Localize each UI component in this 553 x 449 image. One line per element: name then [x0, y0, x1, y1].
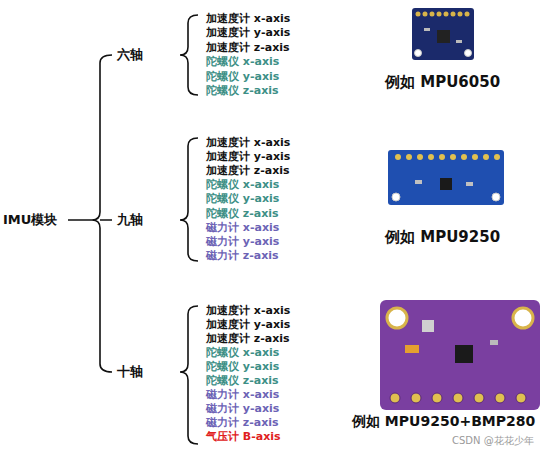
example-caption: 例如 MPU9250+BMP280: [352, 413, 535, 430]
example-caption: 例如 MPU6050: [385, 73, 500, 91]
mpu6050-board: [412, 8, 474, 60]
example-caption: 例如 MPU9250: [385, 228, 500, 246]
axis-line: 陀螺仪 z-axis: [206, 374, 279, 388]
smd-part: [490, 340, 498, 345]
axis-line: 加速度计 x-axis: [206, 136, 290, 150]
axis-line: 加速度计 y-axis: [206, 318, 290, 332]
mount-hole: [392, 193, 400, 201]
chip: [437, 30, 450, 43]
chip: [455, 345, 473, 363]
nine-axis-brace: [180, 138, 198, 261]
mount-hole: [465, 50, 472, 57]
ten-axis-brace: [180, 306, 198, 444]
axis-line: 气压计 B-axis: [206, 430, 281, 444]
axis-line: 加速度计 y-axis: [206, 26, 290, 40]
axis-line: 磁力计 x-axis: [206, 388, 279, 402]
smd-part: [456, 40, 462, 43]
brackets: [68, 15, 198, 444]
axis-line: 加速度计 z-axis: [206, 41, 290, 55]
axis-line: 加速度计 z-axis: [206, 164, 290, 178]
axis-line: 加速度计 x-axis: [206, 304, 290, 318]
board-body: [380, 300, 540, 410]
pin-row: [390, 393, 526, 403]
axis-line: 陀螺仪 y-axis: [206, 360, 279, 374]
category-label: 九轴: [117, 212, 143, 228]
mount-hole: [492, 193, 500, 201]
axis-line: 陀螺仪 x-axis: [206, 178, 279, 192]
axis-line: 磁力计 z-axis: [206, 416, 279, 430]
pressure-sensor: [422, 320, 434, 332]
smd-part: [415, 180, 422, 184]
main-bracket: [68, 55, 112, 372]
axis-line: 加速度计 x-axis: [206, 12, 290, 26]
pin-row: [416, 12, 470, 17]
mpu9250-board: [388, 150, 504, 205]
smd-part: [424, 28, 430, 31]
axis-line: 陀螺仪 x-axis: [206, 346, 279, 360]
smd-part: [466, 182, 473, 186]
category-label: 六轴: [117, 47, 143, 63]
pin-row: [395, 154, 500, 160]
mount-hole: [387, 308, 407, 328]
watermark: CSDN @花花少年: [452, 434, 534, 447]
category-label: 十轴: [117, 364, 143, 380]
board-body: [388, 150, 504, 205]
axis-line: 陀螺仪 y-axis: [206, 70, 279, 84]
axis-line: 陀螺仪 z-axis: [206, 84, 279, 98]
axis-line: 磁力计 y-axis: [206, 402, 279, 416]
axis-line: 磁力计 y-axis: [206, 235, 279, 249]
axis-line: 陀螺仪 z-axis: [206, 207, 279, 221]
axis-line: 加速度计 z-axis: [206, 332, 290, 346]
axis-line: 磁力计 x-axis: [206, 221, 279, 235]
axis-line: 加速度计 y-axis: [206, 150, 290, 164]
ten-axis-board: [380, 300, 540, 410]
axis-line: 陀螺仪 y-axis: [206, 192, 279, 206]
mount-hole: [415, 50, 422, 57]
axis-line: 陀螺仪 x-axis: [206, 55, 279, 69]
axis-line: 磁力计 z-axis: [206, 249, 279, 263]
board-body: [412, 8, 474, 60]
chip: [440, 178, 452, 190]
six-axis-brace: [180, 15, 198, 95]
mount-hole: [513, 308, 533, 328]
smd-part: [405, 345, 419, 353]
root-label: IMU模块: [3, 212, 57, 228]
